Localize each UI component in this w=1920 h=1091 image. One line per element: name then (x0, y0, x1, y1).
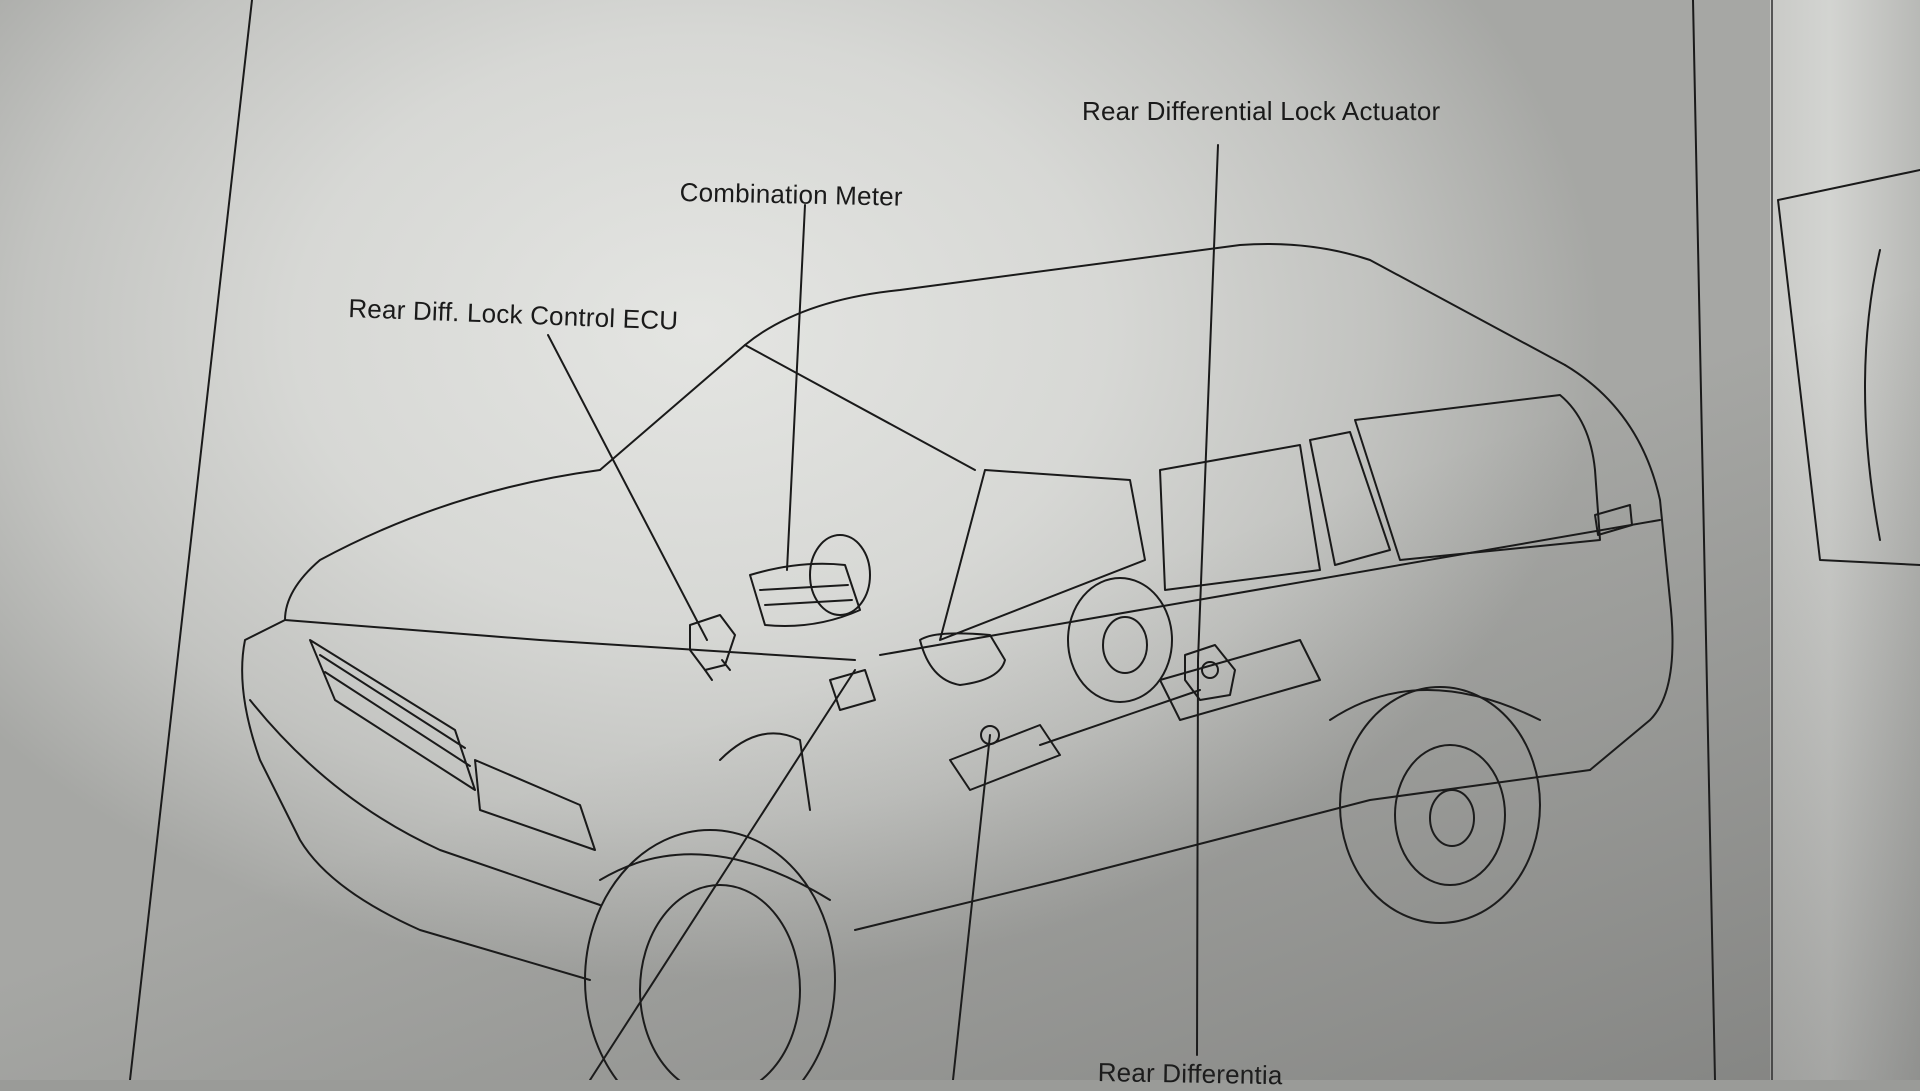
vehicle-grille (309, 639, 476, 791)
page-border-left (129, 0, 253, 1080)
vehicle-windshield (599, 344, 976, 471)
rear-window (1354, 394, 1601, 561)
rear-axle (1159, 639, 1321, 721)
front-wheel (584, 829, 836, 1080)
ecu-part (689, 614, 736, 681)
right-page-figure (1777, 169, 1920, 566)
leader-line-bottom-mid (952, 734, 991, 1080)
leader-line-bottom-left (589, 669, 856, 1080)
rear-side-marker (1594, 504, 1633, 536)
vehicle-rear (1564, 364, 1674, 771)
front-door-window (939, 469, 1146, 641)
label-combination-meter: Combination Meter (679, 177, 904, 212)
front-wheelwell (719, 732, 811, 811)
propeller-shaft (1039, 689, 1201, 746)
label-rear-differential-partial: Rear Differentia (1097, 1057, 1283, 1091)
rear-wheel (1329, 686, 1541, 924)
vehicle-hood (284, 469, 856, 661)
leader-line-actuator (1196, 144, 1219, 1056)
page-border-right (1692, 0, 1716, 1080)
label-rear-differential-lock-actuator: Rear Differential Lock Actuator (1082, 96, 1441, 126)
vehicle-roof (744, 243, 1566, 366)
actuator-part (1184, 644, 1236, 701)
vehicle-front (241, 619, 591, 981)
quarter-window (1309, 431, 1391, 566)
leader-line-ecu (547, 334, 708, 641)
side-mirror (919, 632, 1006, 686)
spare-tire (1067, 577, 1173, 703)
vehicle-bumper (249, 699, 601, 906)
transfer-case (949, 724, 1061, 791)
dash-component (829, 669, 876, 711)
vehicle-beltline (879, 519, 1661, 656)
adjacent-page (1770, 0, 1920, 1080)
vehicle-rocker (854, 769, 1591, 931)
vehicle-headlight (474, 759, 596, 851)
combination-meter-part (749, 534, 871, 627)
leader-line-meter (786, 204, 806, 571)
rear-door-window (1159, 444, 1321, 591)
